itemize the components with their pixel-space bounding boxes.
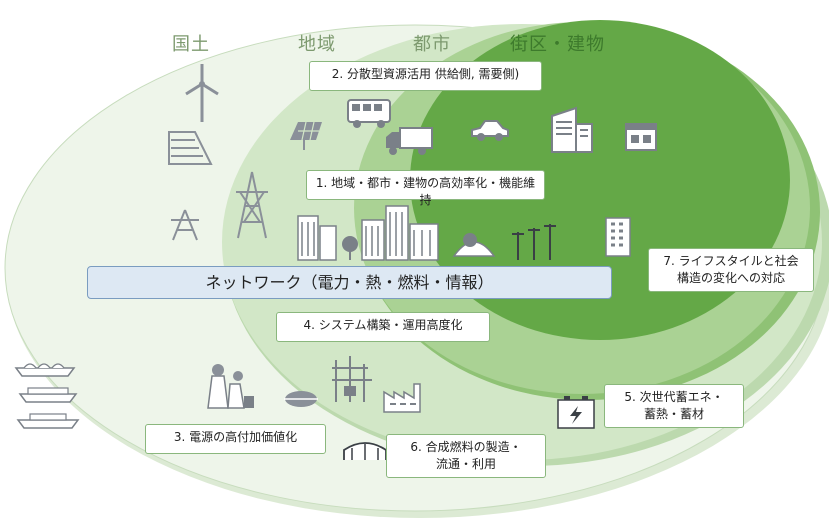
label-item6: 6. 合成燃料の製造・ 流通・利用 bbox=[386, 434, 546, 478]
label-item6-line2: 流通・利用 bbox=[435, 457, 496, 471]
scale-label-district: 街区・建物 bbox=[510, 34, 605, 55]
label-item4: 4. システム構築・運用高度化 bbox=[276, 312, 490, 342]
truck-icon bbox=[386, 127, 433, 155]
tanker-ship-icon bbox=[14, 363, 80, 429]
transmission-tower-small-icon bbox=[171, 209, 199, 241]
shop-icon bbox=[625, 123, 657, 151]
network-bar: ネットワーク（電力・熱・燃料・情報） bbox=[87, 266, 612, 299]
dam-icon bbox=[168, 131, 213, 165]
office-buildings-icon bbox=[297, 205, 439, 261]
solar-panel-icon bbox=[290, 121, 322, 150]
hill-tree-icon bbox=[452, 233, 496, 257]
label-item1: 1. 地域・都市・建物の高効率化・機能維持 bbox=[306, 170, 545, 207]
substation-icon bbox=[332, 356, 372, 402]
power-plant-icon bbox=[207, 364, 254, 409]
storage-dome-icon bbox=[343, 442, 387, 460]
pipeline-icon bbox=[284, 391, 318, 407]
label-item2: 2. 分散型資源活用 供給側, 需要側) bbox=[309, 61, 542, 91]
scale-label-national: 国土 bbox=[172, 34, 210, 55]
label-item5-line1: 5. 次世代蓄エネ・ bbox=[624, 390, 724, 404]
label-item7-line2: 構造の変化への対応 bbox=[676, 271, 785, 285]
factory-icon bbox=[383, 383, 421, 413]
wind-turbine-icon bbox=[185, 64, 219, 122]
label-item3: 3. 電源の高付加価値化 bbox=[145, 424, 326, 454]
car-icon bbox=[471, 120, 509, 141]
label-item6-line1: 6. 合成燃料の製造・ bbox=[410, 440, 522, 454]
label-item5-line2: 蓄熱・蓄材 bbox=[643, 407, 704, 421]
transmission-tower-icon bbox=[236, 171, 268, 239]
building-icon bbox=[605, 217, 631, 257]
label-item7: 7. ライフスタイルと社会 構造の変化への対応 bbox=[648, 248, 814, 292]
house-icon bbox=[551, 106, 593, 153]
scale-label-urban: 都市 bbox=[413, 34, 451, 55]
label-item7-line1: 7. ライフスタイルと社会 bbox=[663, 254, 799, 268]
scale-label-regional: 地域 bbox=[298, 34, 336, 55]
label-item5: 5. 次世代蓄エネ・ 蓄熱・蓄材 bbox=[604, 384, 744, 428]
utility-pole-icon bbox=[512, 224, 556, 260]
battery-icon bbox=[557, 396, 595, 429]
bus-icon bbox=[347, 99, 391, 128]
